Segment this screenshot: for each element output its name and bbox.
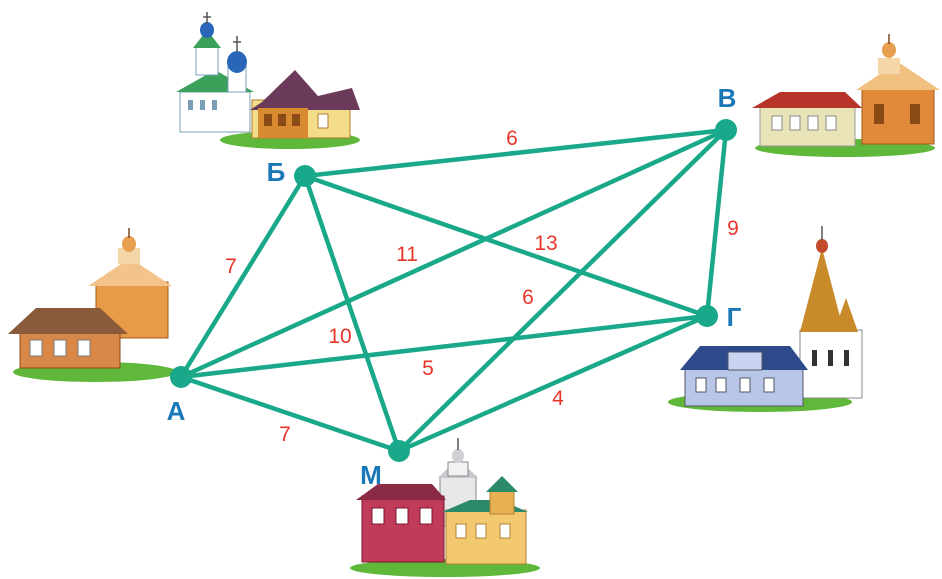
- edge-B-G: [302, 173, 710, 319]
- edge-weight-A-M: 7: [279, 423, 291, 446]
- graph-nodes: [170, 119, 737, 462]
- edge-A-G: [178, 313, 710, 380]
- node-label-V: В: [718, 83, 737, 113]
- edge-weight-A-B: 7: [225, 255, 237, 278]
- house-with-church-icon: [668, 226, 863, 412]
- edge-weight-B-M: 10: [328, 325, 351, 348]
- node-M: [388, 440, 410, 462]
- edge-weight-A-V: 11: [396, 243, 418, 266]
- edge-A-M: [178, 374, 402, 454]
- edge-weight-G-M: 4: [552, 387, 564, 410]
- graph-edges: [178, 127, 729, 454]
- edge-A-B: [178, 173, 308, 380]
- edge-V-G: [704, 127, 729, 319]
- edge-B-V: [302, 127, 729, 179]
- edge-B-M: [302, 173, 402, 454]
- node-V: [715, 119, 737, 141]
- edge-weights: 6 7 11 13 9 10 6 5 4 7: [225, 127, 739, 446]
- edge-weight-A-G: 5: [422, 357, 434, 380]
- node-label-A: А: [167, 396, 186, 426]
- node-G: [696, 305, 718, 327]
- node-labels: А Б В Г М: [167, 83, 742, 490]
- edge-weight-V-M: 6: [522, 286, 534, 309]
- house-with-chapel-icon: [752, 34, 940, 157]
- node-B: [294, 165, 316, 187]
- church-and-house-icon: [176, 12, 360, 149]
- edge-G-M: [396, 313, 710, 454]
- edge-weight-B-G: 13: [534, 232, 557, 255]
- edge-weight-V-G: 9: [727, 217, 739, 240]
- node-label-B: Б: [267, 157, 286, 187]
- node-A: [170, 366, 192, 388]
- edge-A-V: [178, 127, 729, 380]
- node-label-G: Г: [727, 302, 742, 332]
- node-label-M: М: [360, 460, 382, 490]
- houses-with-bell-tower-icon: [350, 438, 540, 577]
- house-with-chapel-icon: [8, 228, 177, 382]
- edge-weight-B-V: 6: [506, 127, 518, 150]
- edge-V-M: [396, 127, 729, 454]
